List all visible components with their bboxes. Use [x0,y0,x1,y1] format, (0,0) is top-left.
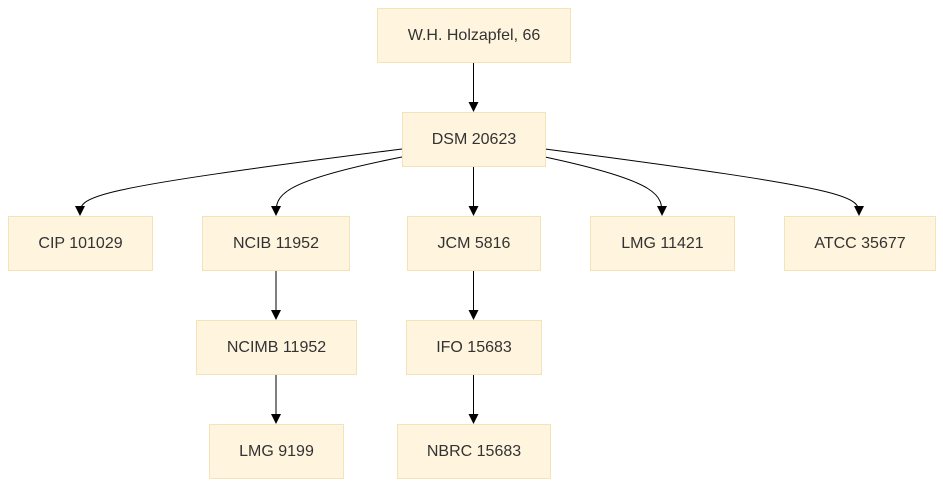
node-label: JCM 5816 [438,235,511,252]
node-box [8,216,153,271]
node-jcm: JCM 5816 [407,216,541,271]
node-nbrc: NBRC 15683 [397,424,551,479]
node-label: ATCC 35677 [814,235,905,252]
node-box [397,424,551,479]
node-ncib: NCIB 11952 [202,216,350,271]
node-label: LMG 9199 [239,443,314,460]
node-box [406,320,542,375]
node-box [209,424,344,479]
node-lmg11421: LMG 11421 [590,216,735,271]
edges [75,62,864,424]
edge-dsm-to-cip [75,148,403,216]
node-ifo: IFO 15683 [406,320,542,375]
node-dsm: DSM 20623 [402,112,546,167]
node-box [407,216,541,271]
node-label: DSM 20623 [432,131,517,148]
node-box [590,216,735,271]
node-label: LMG 11421 [621,235,704,252]
node-label: NCIMB 11952 [227,339,326,356]
node-box [402,112,546,167]
node-box [784,216,936,271]
node-label: W.H. Holzapfel, 66 [408,27,541,44]
node-holzapfel: W.H. Holzapfel, 66 [377,8,571,63]
node-box [202,216,350,271]
node-label: CIP 101029 [38,235,122,252]
node-lmg9199: LMG 9199 [209,424,344,479]
edge-dsm-to-ncib [271,156,403,216]
node-cip: CIP 101029 [8,216,153,271]
edge-dsm-to-lmg11421 [544,156,667,216]
node-box [196,320,357,375]
edge-dsm-to-atcc [544,148,864,216]
node-box [377,8,571,63]
node-ncimb: NCIMB 11952 [196,320,357,375]
node-label: NCIB 11952 [233,235,319,252]
node-label: NBRC 15683 [427,443,521,460]
node-atcc: ATCC 35677 [784,216,936,271]
node-label: IFO 15683 [436,339,512,356]
